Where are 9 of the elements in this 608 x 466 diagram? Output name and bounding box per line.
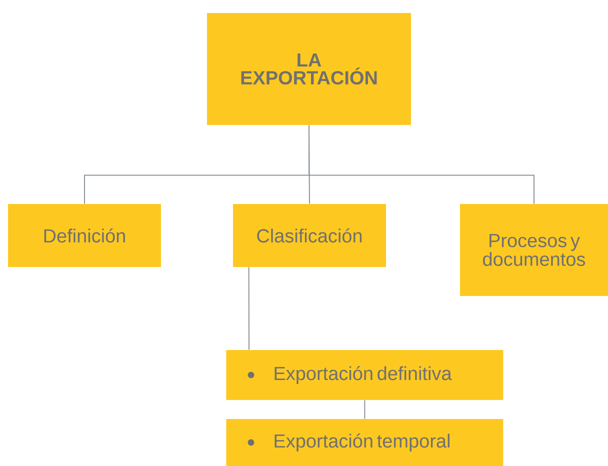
connector-line: [364, 400, 366, 420]
list-item-box: Exportación definitiva: [226, 350, 504, 400]
list-item-box: Exportación temporal: [226, 418, 504, 466]
topic-box: LA EXPORTACIÓN: [207, 13, 411, 125]
topic-box: Procesos y documentos: [460, 204, 608, 296]
topic-box: Definición: [8, 204, 161, 267]
topic-box: Clasificación: [233, 204, 386, 267]
connector-line: [248, 266, 250, 350]
connector-line: [308, 124, 534, 204]
